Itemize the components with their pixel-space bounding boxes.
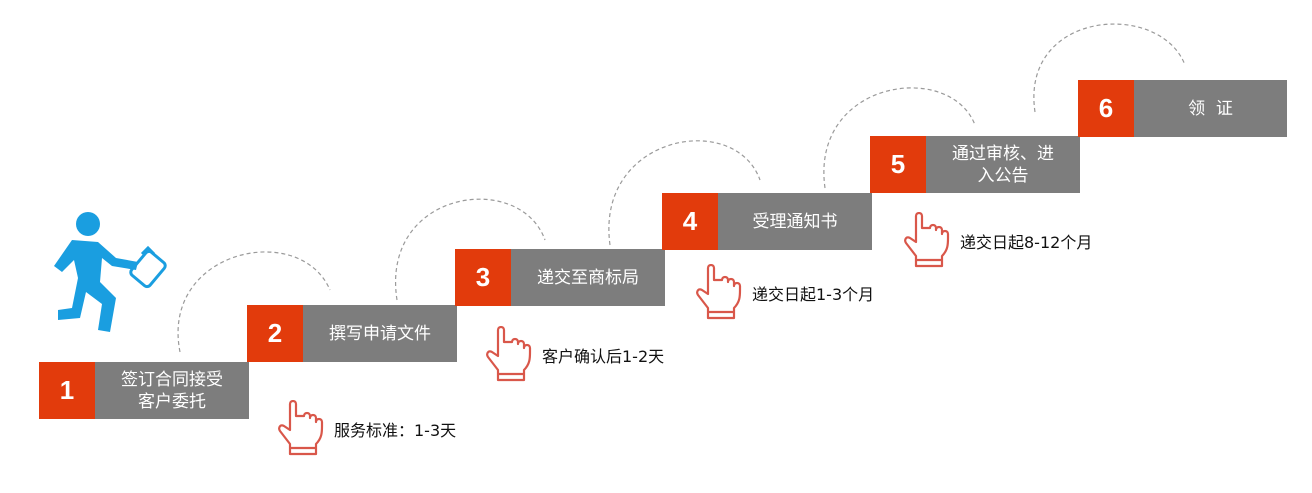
step-6: 6 领 证 xyxy=(1078,80,1287,137)
step-label: 签订合同接受客户委托 xyxy=(95,362,249,419)
note-4: 递交日起8-12个月 xyxy=(902,212,1092,270)
step-label: 递交至商标局 xyxy=(511,249,665,306)
note-text: 递交日起1-3个月 xyxy=(752,285,875,304)
step-number: 6 xyxy=(1078,80,1134,137)
note-text: 递交日起8-12个月 xyxy=(960,233,1093,252)
step-1: 1 签订合同接受客户委托 xyxy=(39,362,249,419)
pointing-hand-icon xyxy=(278,400,324,456)
note-text: 服务标准：1-3天 xyxy=(334,421,457,440)
step-number: 1 xyxy=(39,362,95,419)
arc-2 xyxy=(394,198,546,301)
step-label: 通过审核、进入公告 xyxy=(926,136,1080,193)
pointing-hand-icon xyxy=(696,264,742,320)
step-label: 撰写申请文件 xyxy=(303,305,457,362)
step-number: 5 xyxy=(870,136,926,193)
note-text: 客户确认后1-2天 xyxy=(542,347,665,366)
pointing-hand-icon xyxy=(904,212,950,268)
step-number: 2 xyxy=(247,305,303,362)
step-3: 3 递交至商标局 xyxy=(455,249,665,306)
step-4: 4 受理通知书 xyxy=(662,193,872,250)
step-number: 3 xyxy=(455,249,511,306)
pointing-hand-icon xyxy=(486,326,532,382)
arc-4 xyxy=(823,87,976,189)
step-number: 4 xyxy=(662,193,718,250)
note-1: 服务标准：1-3天 xyxy=(276,400,456,458)
step-5: 5 通过审核、进入公告 xyxy=(870,136,1080,193)
arc-1 xyxy=(177,251,331,353)
step-label: 领 证 xyxy=(1134,80,1287,137)
arc-5 xyxy=(1033,23,1186,113)
note-3: 递交日起1-3个月 xyxy=(694,264,874,322)
runner-with-briefcase-icon xyxy=(54,212,167,332)
note-2: 客户确认后1-2天 xyxy=(484,326,664,384)
step-2: 2 撰写申请文件 xyxy=(247,305,457,362)
step-label: 受理通知书 xyxy=(718,193,872,250)
arc-3 xyxy=(608,140,761,246)
